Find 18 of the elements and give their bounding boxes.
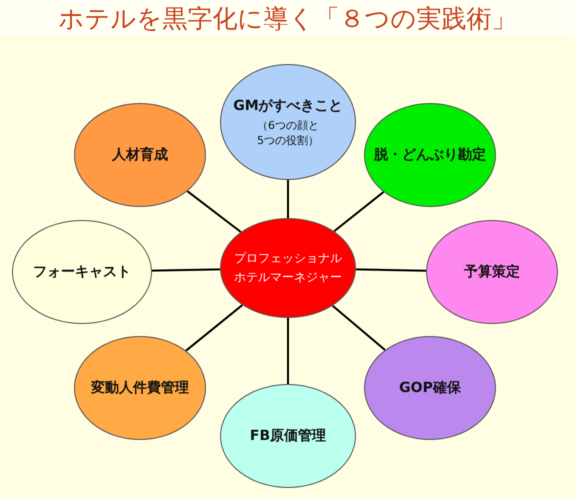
node-label: GOP確保 bbox=[399, 379, 461, 397]
connector-line bbox=[185, 304, 243, 352]
connector-line bbox=[356, 268, 426, 272]
connector-line bbox=[287, 180, 289, 218]
node-label: 予算策定 bbox=[464, 263, 520, 281]
connector-line bbox=[334, 191, 384, 232]
connector-line bbox=[287, 318, 289, 384]
node-label: 人材育成 bbox=[112, 146, 168, 164]
title: ホテルを黒字化に導く「８つの実践術」 bbox=[58, 3, 518, 35]
node-label: プロフェッショナルホテルマーネジャー bbox=[233, 250, 343, 286]
connector-line bbox=[152, 268, 220, 272]
node-label: フォーキャスト bbox=[33, 263, 131, 281]
node-label: 脱・どんぶり勘定 bbox=[374, 146, 486, 164]
node-subtitle: （6つの顔と5つの役割） bbox=[256, 118, 320, 148]
node-label: FB原価管理 bbox=[250, 427, 326, 445]
node-label: 変動人件費管理 bbox=[91, 379, 189, 397]
connector-line bbox=[186, 190, 242, 233]
node-label: GMがすべきこと bbox=[233, 96, 343, 114]
